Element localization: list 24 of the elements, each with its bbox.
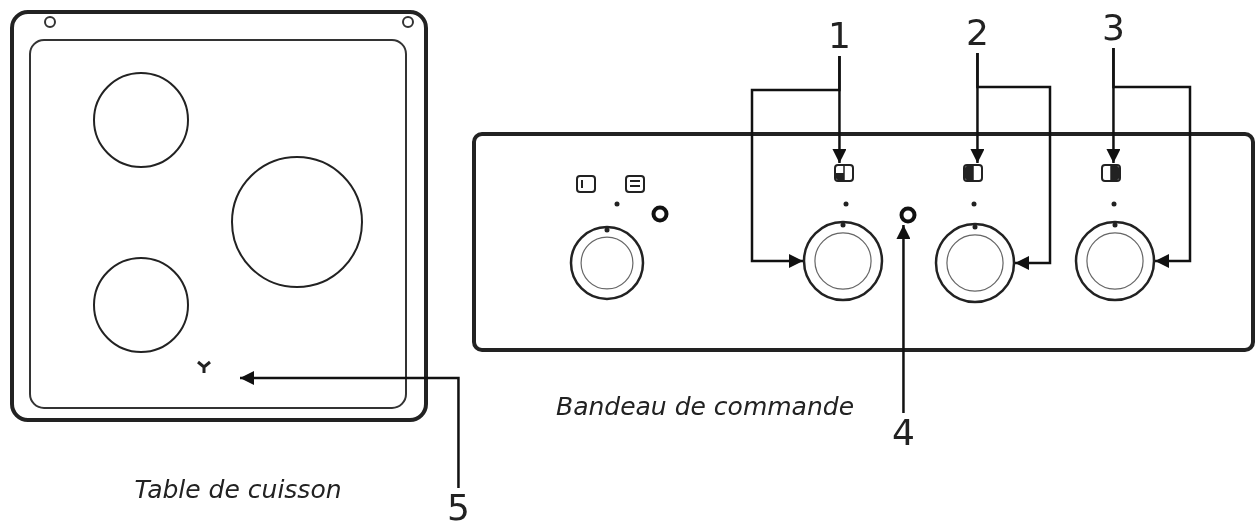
indicator-light xyxy=(651,205,669,223)
symbol-icon xyxy=(1101,164,1121,182)
arrow xyxy=(750,56,841,268)
control-knob xyxy=(1075,221,1155,301)
control-panel xyxy=(472,132,1255,352)
control-knob xyxy=(570,226,644,300)
control-knob xyxy=(803,221,883,301)
arrow xyxy=(976,53,1052,270)
callout-number: 2 xyxy=(966,15,989,51)
part-label: Table de cuisson xyxy=(134,475,342,505)
indicator-light xyxy=(899,206,917,224)
callout-number: 3 xyxy=(1102,10,1125,46)
callout-number: 5 xyxy=(447,490,470,526)
arrow xyxy=(896,225,911,413)
symbol-icon xyxy=(834,164,854,182)
arrow xyxy=(240,371,460,488)
part-label: Bandeau de commande xyxy=(556,392,854,422)
arrow xyxy=(1112,48,1192,268)
symbol-icon xyxy=(625,175,645,193)
callout-number: 1 xyxy=(828,18,851,54)
symbol-icon xyxy=(576,175,596,193)
symbol-icon xyxy=(963,164,983,182)
callout-number: 4 xyxy=(892,415,915,451)
control-knob xyxy=(935,223,1015,303)
